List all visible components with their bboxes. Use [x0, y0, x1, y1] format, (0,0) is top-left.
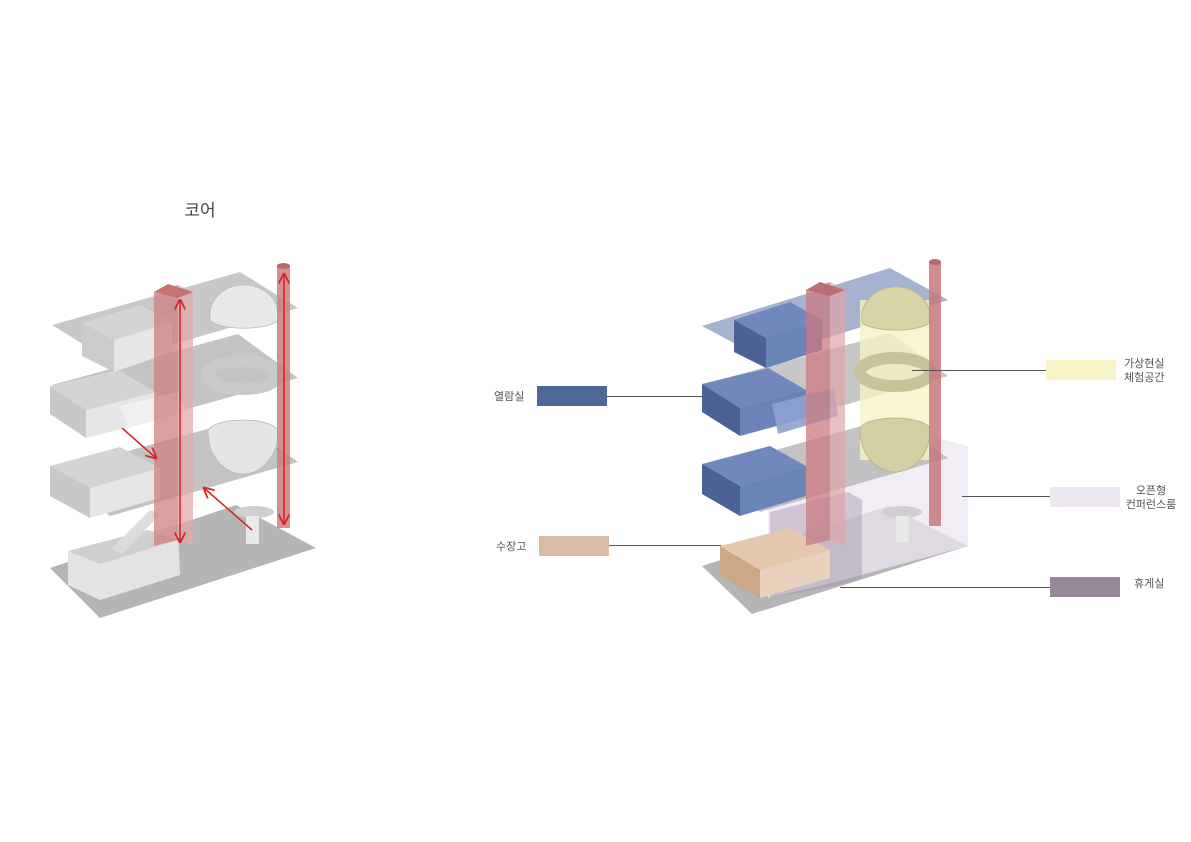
reading-box-2-front [702, 384, 740, 436]
legend-vr-swatch [1046, 360, 1116, 380]
legend-conference-label-line1: 오픈형 [1135, 484, 1167, 497]
reading-box-2-top [702, 368, 806, 408]
left-building-model [50, 263, 316, 618]
right-core-column-cap [929, 259, 941, 265]
legend-storage-swatch [539, 536, 609, 556]
reading-box-3-side [740, 466, 806, 516]
legend-conference-leader [962, 496, 1050, 497]
reading-box-1-top [734, 302, 822, 338]
legend-lounge-swatch [1050, 577, 1120, 597]
legend-lounge-leader [840, 587, 1050, 588]
box-level-2-front [50, 386, 86, 438]
reading-box-1-front [734, 320, 766, 368]
core-diagram-title: 코어 [184, 201, 216, 221]
box-level-3-front [50, 466, 90, 518]
legend-conference-label-line2: 컨퍼런스룸 [1125, 498, 1177, 511]
small-disc [234, 506, 274, 518]
core-column-right-cap [277, 263, 290, 269]
legend-vr-label: 가상현실 체험공간 [1124, 357, 1164, 385]
right-building-model [702, 259, 968, 614]
storage-box-top [720, 528, 830, 570]
core-shaft-main-top [154, 284, 193, 298]
reading-box-3-front [702, 464, 740, 516]
legend-reading-swatch [537, 386, 607, 406]
right-small-pillar [896, 516, 909, 542]
right-core-column [929, 262, 941, 526]
legend-reading-leader [607, 396, 703, 397]
legend-lounge-label: 휴게실 [1134, 577, 1165, 590]
box-level-3-side [90, 468, 160, 518]
box-level-3-top [50, 447, 160, 488]
core-shaft-main-front [154, 285, 178, 546]
legend-storage-label: 수장고 [496, 540, 527, 553]
right-core-shaft-front [806, 282, 830, 546]
right-small-disc [882, 506, 922, 518]
right-core-shaft-side [830, 282, 845, 546]
small-pillar [246, 516, 259, 544]
legend-conference-swatch [1050, 487, 1120, 507]
legend-conference-label: 오픈형 컨퍼런스룸 [1122, 484, 1180, 512]
legend-vr-leader [912, 370, 1046, 371]
box-level-2-top [50, 370, 156, 410]
ramp [112, 510, 160, 555]
diagonal-arrow-lower [204, 488, 253, 531]
reading-box-3-top [702, 446, 806, 486]
legend-reading-label: 열람실 [494, 390, 525, 403]
legend-vr-label-line1: 가상현실 [1124, 357, 1165, 370]
legend-vr-label-line2: 체험공간 [1124, 371, 1165, 384]
right-core-shaft-top [806, 282, 845, 296]
storage-box-side [760, 550, 830, 598]
box-level-1-top [82, 305, 172, 340]
diagonal-arrow-upper [121, 427, 156, 458]
legend-storage-leader [609, 545, 721, 546]
box-level-1-front [82, 323, 114, 372]
storage-box-front [720, 546, 760, 598]
